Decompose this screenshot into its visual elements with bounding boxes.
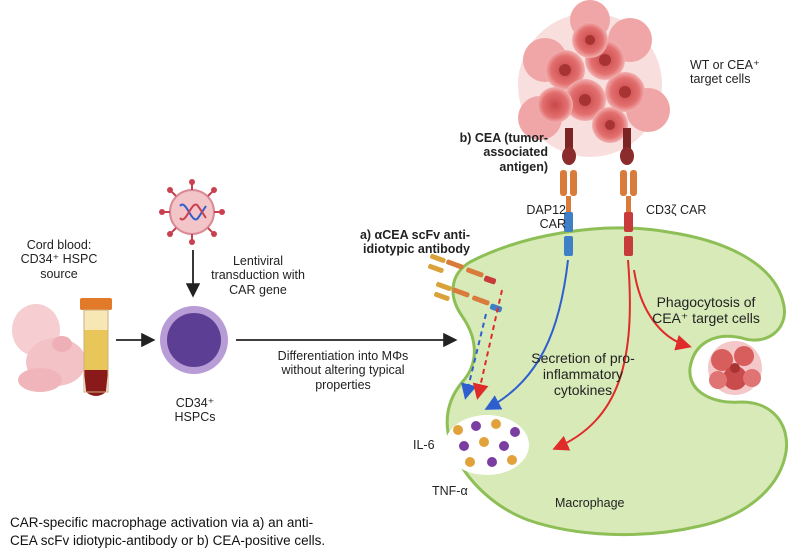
engulfed-tumor-cluster <box>708 341 762 395</box>
macrophage-label: Macrophage <box>555 496 625 510</box>
anti-idiotypic-antibody-1 <box>428 253 497 285</box>
red-phagocytosis-arrow <box>633 269 692 351</box>
secretion-label: Secretion of pro-inflammatory cytokines <box>531 350 635 399</box>
dashed-red-arrow <box>472 289 503 400</box>
target-cells-label: WT or CEA⁺ target cells <box>690 58 760 87</box>
cord-blood-label: Cord blood: CD34⁺ HSPC source <box>20 238 98 281</box>
hspc-cell <box>160 306 228 374</box>
figure-caption: CAR-specific macrophage activation via a… <box>10 515 326 548</box>
tnfa-label: TNF-α <box>432 484 468 498</box>
cd3z-car-receptor <box>620 170 637 256</box>
differentiation-label: Differentiation into MΦs without alterin… <box>277 349 409 392</box>
cd3z-car-label: CD3ζ CAR <box>646 203 707 217</box>
hspcs-label: CD34⁺ HSPCs <box>174 396 216 425</box>
blue-signal-arrow <box>484 259 569 410</box>
lentiviral-transduction-label: Lentiviral transduction with CAR gene <box>211 254 305 297</box>
lentivirus-illustration <box>159 179 225 245</box>
cea-antigen-left <box>562 128 576 165</box>
cea-antigen-right <box>620 128 634 165</box>
fetus-illustration <box>12 304 86 392</box>
macrophage-cell <box>445 226 789 537</box>
cea-antigen-label: b) CEA (tumor-associated antigen) <box>459 131 548 174</box>
phagocytosis-label: Phagocytosis of CEA⁺ target cells <box>652 294 760 327</box>
cytokine-vesicle <box>445 415 529 475</box>
cord-blood-tube <box>80 298 112 396</box>
target-tumor-cluster <box>518 0 670 157</box>
red-secretion-arrow <box>552 259 631 451</box>
dap12-car-receptor <box>560 170 577 256</box>
acea-antibody-label: a) αCEA scFv anti-idiotypic antibody <box>359 228 470 257</box>
anti-idiotypic-antibody-2 <box>434 281 503 313</box>
dap12-car-label: DAP12 CAR <box>526 203 566 232</box>
il6-label: IL-6 <box>413 438 435 452</box>
